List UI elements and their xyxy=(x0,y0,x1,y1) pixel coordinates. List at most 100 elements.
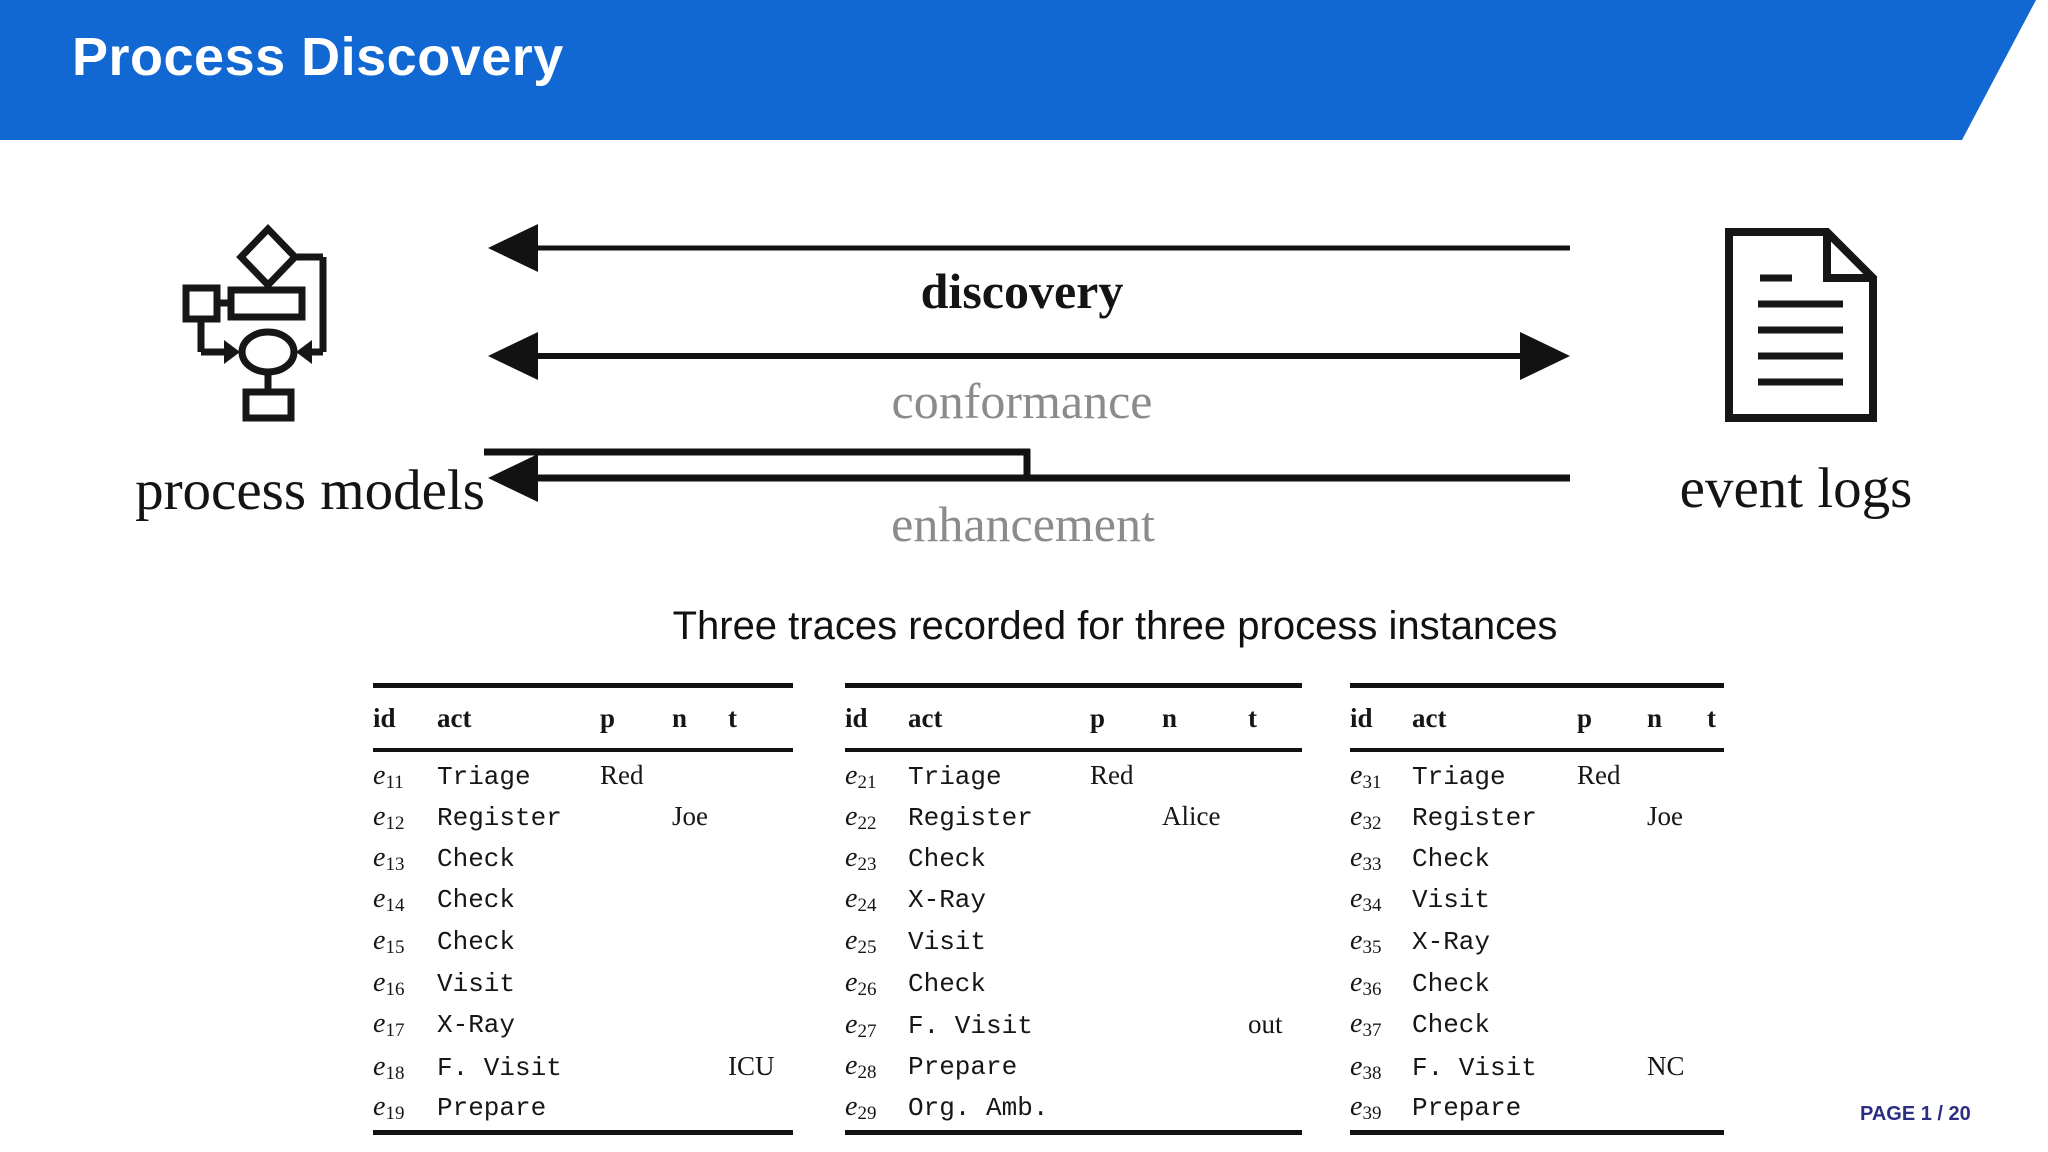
cell-activity: F. Visit xyxy=(908,1011,1033,1042)
column-header-act: act xyxy=(1412,702,1447,733)
cell-event-id: e15 xyxy=(373,924,405,959)
cell-n: Joe xyxy=(1647,801,1683,832)
cell-activity: Check xyxy=(437,843,516,874)
column-header-t: t xyxy=(1248,702,1257,733)
cell-event-id: e23 xyxy=(845,841,877,876)
cell-event-id: e11 xyxy=(373,759,404,793)
cell-p: Red xyxy=(600,759,644,790)
cell-event-id: e24 xyxy=(845,883,877,917)
cell-activity: F. Visit xyxy=(1412,1052,1537,1083)
column-header-id: id xyxy=(845,702,868,733)
cell-activity: X-Ray xyxy=(437,1010,516,1041)
table-row: e16 Visit xyxy=(373,963,793,1003)
cell-event-id: e17 xyxy=(373,1008,405,1042)
cell-event-id: e19 xyxy=(373,1091,405,1125)
table-row: e37 Check xyxy=(1350,1004,1724,1044)
cell-activity: Visit xyxy=(1412,885,1491,916)
table-row: e15 Check xyxy=(373,921,793,961)
cell-event-id: e13 xyxy=(373,841,405,876)
discovery-arrow xyxy=(488,224,1570,272)
page-indicator: PAGE 1 / 20 xyxy=(1860,1103,1971,1125)
traces-subtitle: Three traces recorded for three process … xyxy=(672,604,1558,648)
cell-event-id: e31 xyxy=(1350,759,1382,793)
cell-activity: F. Visit xyxy=(437,1052,562,1083)
cell-activity: Check xyxy=(1412,968,1491,999)
event-logs-label: event logs xyxy=(1679,457,1913,520)
table-row: e13 Check xyxy=(373,838,793,878)
cell-activity: Visit xyxy=(908,926,987,957)
document-icon xyxy=(1725,228,1877,422)
cell-event-id: e16 xyxy=(373,966,405,1000)
header-band xyxy=(0,0,2036,140)
cell-activity: X-Ray xyxy=(908,885,987,916)
table-row: e12 Register Joe xyxy=(373,796,793,836)
cell-activity: Register xyxy=(908,803,1033,834)
cell-activity: Check xyxy=(1412,1010,1491,1041)
enhancement-arrow xyxy=(484,448,1570,502)
table-row: e23 Check xyxy=(845,838,1302,878)
cell-p: Red xyxy=(1577,759,1621,790)
cell-event-id: e26 xyxy=(845,966,877,1000)
cell-activity: Register xyxy=(437,803,562,834)
cell-activity: Visit xyxy=(437,968,516,999)
cell-n: NC xyxy=(1647,1050,1685,1081)
column-header-act: act xyxy=(437,702,472,733)
cell-event-id: e12 xyxy=(373,801,405,835)
cell-event-id: e38 xyxy=(1350,1050,1382,1084)
column-header-id: id xyxy=(373,702,396,733)
table-row: e17 X-Ray xyxy=(373,1004,793,1044)
cell-activity: Check xyxy=(437,885,516,916)
table-row: e25 Visit xyxy=(845,921,1302,961)
table-row: e38 F. Visit NC xyxy=(1350,1046,1724,1086)
conformance-label: conformance xyxy=(891,373,1153,429)
cell-activity: Prepare xyxy=(1412,1093,1522,1124)
cell-t: out xyxy=(1248,1009,1283,1040)
cell-event-id: e27 xyxy=(845,1009,877,1043)
cell-n: Joe xyxy=(672,801,708,832)
cell-activity: Check xyxy=(1412,843,1491,874)
flowchart-icon xyxy=(182,223,327,422)
discovery-label: discovery xyxy=(920,263,1124,319)
column-header-p: p xyxy=(1577,702,1593,733)
page-title: Process Discovery xyxy=(72,27,564,87)
cell-event-id: e39 xyxy=(1350,1091,1382,1125)
cell-event-id: e33 xyxy=(1350,841,1382,876)
cell-activity: Prepare xyxy=(908,1051,1018,1082)
cell-activity: Check xyxy=(437,926,516,957)
cell-event-id: e22 xyxy=(845,801,877,835)
column-header-n: n xyxy=(672,702,688,733)
cell-event-id: e37 xyxy=(1350,1008,1382,1042)
table-row: e29 Org. Amb. xyxy=(845,1087,1302,1127)
column-header-p: p xyxy=(600,702,616,733)
cell-event-id: e18 xyxy=(373,1050,405,1084)
column-header-act: act xyxy=(908,702,943,733)
table-row: e27 F. Visit out xyxy=(845,1004,1302,1044)
cell-event-id: e25 xyxy=(845,924,877,959)
cell-activity: Triage xyxy=(908,761,1002,792)
cell-activity: Org. Amb. xyxy=(908,1093,1049,1124)
enhancement-label: enhancement xyxy=(891,496,1155,552)
cell-event-id: e21 xyxy=(845,759,877,793)
cell-event-id: e29 xyxy=(845,1091,877,1125)
cell-activity: Check xyxy=(908,843,987,874)
column-header-n: n xyxy=(1162,702,1178,733)
column-header-t: t xyxy=(1707,702,1716,733)
